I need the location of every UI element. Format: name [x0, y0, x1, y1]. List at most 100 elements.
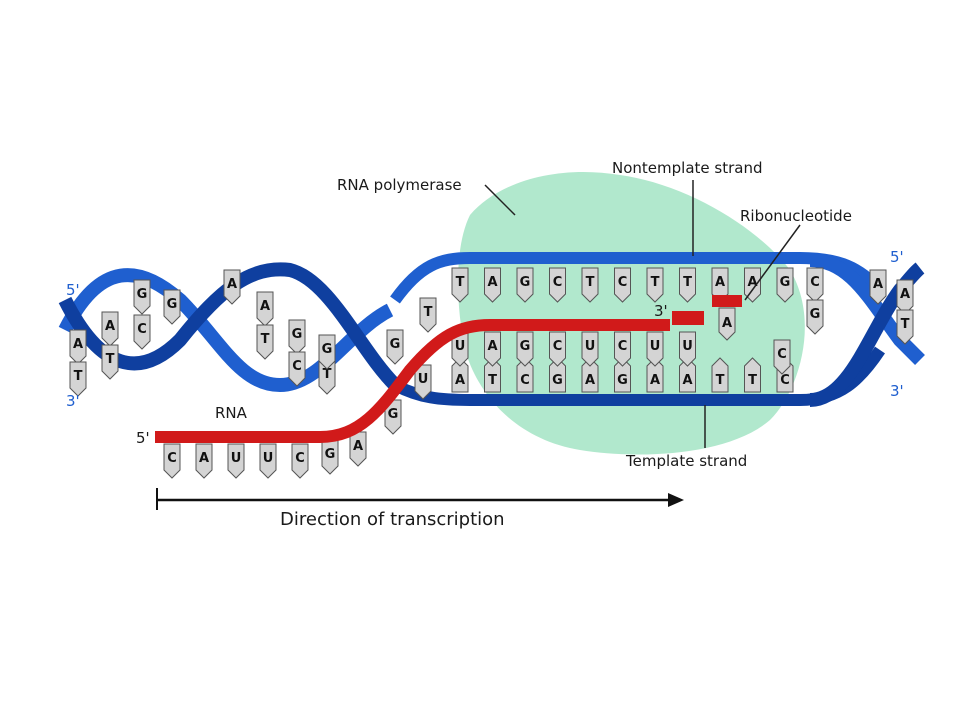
end-left-bottom: 3' [66, 392, 80, 410]
nontemplate-base-letter: T [456, 275, 465, 290]
rna-tail-base: U [227, 443, 245, 479]
rna-tail-base-letter: A [199, 451, 209, 466]
right-helix-base-letter: A [873, 277, 883, 292]
right-helix-base-letter: C [810, 275, 820, 290]
nontemplate-base-letter: A [487, 275, 497, 290]
nontemplate-base-letter: C [553, 275, 563, 290]
rna-tail-base-letter: A [353, 439, 363, 454]
left-helix-base: T [101, 344, 119, 380]
template-base-letter: G [617, 373, 628, 388]
nontemplate-base-letter: T [586, 275, 595, 290]
template-base-letter: C [520, 373, 530, 388]
rna-bubble-base-letter: G [520, 339, 531, 354]
junction-base-letter: T [424, 305, 433, 320]
nontemplate-base: T [646, 267, 664, 303]
rna-bubble-base: C [614, 331, 631, 367]
left-helix-base: T [69, 361, 87, 397]
left-helix-base-letter: T [261, 332, 270, 347]
left-helix-base-letter: T [74, 369, 83, 384]
rna-tail-base: G [321, 439, 339, 475]
nontemplate-base: T [679, 267, 696, 303]
left-helix-base-letter: A [227, 277, 237, 292]
ribonucleotide-base: A [718, 307, 736, 341]
rna-tail-base: U [259, 443, 277, 479]
rna-bubble-base-letter: U [585, 339, 596, 354]
end-rna-3prime: 3' [654, 302, 668, 320]
right-helix-base-letter: C [777, 347, 787, 362]
template-base-letter: T [716, 373, 725, 388]
nontemplate-base: T [451, 267, 469, 303]
left-helix-base-letter: G [137, 287, 148, 302]
nontemplate-base-letter: G [520, 275, 531, 290]
right-helix-base: T [896, 309, 914, 345]
left-helix-base: G [133, 279, 151, 315]
ribonucleotide-base-letter: A [722, 316, 732, 331]
left-helix-base: T [256, 324, 274, 360]
label-rna: RNA [215, 404, 248, 422]
rna-tail-base-letter: U [231, 451, 242, 466]
rna-tail-base-letter: U [263, 451, 274, 466]
end-right-bottom: 3' [890, 382, 904, 400]
left-helix-base-letter: G [292, 327, 303, 342]
junction-base-letter: G [388, 407, 399, 422]
rna-bubble-base-letter: C [618, 339, 628, 354]
rna-bubble-base-letter: U [650, 339, 661, 354]
nontemplate-base-letter: T [683, 275, 692, 290]
template-base-letter: G [552, 373, 563, 388]
end-left-top: 5' [66, 281, 80, 299]
rna-tail-base: C [291, 443, 309, 479]
nontemplate-base: A [744, 267, 761, 303]
left-helix-base-letter: C [137, 322, 147, 337]
right-helix-base-letter: G [810, 307, 821, 322]
left-helix-base: G [318, 334, 336, 370]
template-base-letter: T [488, 373, 497, 388]
template-base-letter: A [650, 373, 660, 388]
nontemplate-base: G [516, 267, 534, 303]
leader-ribonucleotide [744, 224, 801, 301]
end-right-top: 5' [890, 248, 904, 266]
right-helix-base: C [806, 267, 824, 303]
rna-bubble-base: A [484, 331, 501, 367]
template-base: T [711, 357, 729, 393]
left-helix-base-letter: G [322, 342, 333, 357]
left-helix-base: C [288, 351, 306, 387]
rna-tail-base: C [163, 443, 181, 479]
rna-strand [155, 319, 670, 443]
nontemplate-base-letter: A [715, 275, 725, 290]
left-helix-base-letter: A [260, 299, 270, 314]
right-helix-base: C [773, 339, 791, 375]
label-ribonucleotide: Ribonucleotide [740, 207, 852, 225]
right-helix-base: G [806, 299, 824, 335]
rna-tail-base: A [195, 443, 213, 479]
junction-base: G [386, 329, 404, 365]
rna-bubble-base-letter: C [553, 339, 563, 354]
label-rna-polymerase: RNA polymerase [337, 176, 462, 194]
nontemplate-base-letter: G [780, 275, 791, 290]
rna-3prime-end [672, 311, 704, 325]
junction-base: U [414, 364, 432, 400]
junction-base-letter: G [390, 337, 401, 352]
rna-bubble-base-letter: U [455, 339, 466, 354]
junction-base: T [419, 297, 437, 333]
direction-arrowhead [668, 493, 684, 507]
nontemplate-base: T [581, 267, 599, 303]
rna-bubble-base-letter: U [682, 339, 693, 354]
left-helix-base: G [288, 319, 306, 355]
left-helix-base: A [223, 269, 241, 305]
ribonucleotide-incoming [712, 295, 742, 307]
right-helix-base: A [869, 269, 887, 305]
label-direction: Direction of transcription [280, 509, 505, 530]
right-helix [809, 253, 925, 407]
left-helix-base-letter: A [73, 337, 83, 352]
template-base: T [744, 357, 761, 393]
right-helix-base-letter: T [901, 317, 910, 332]
template-base-letter: A [682, 373, 692, 388]
label-nontemplate-strand: Nontemplate strand [612, 159, 762, 177]
rna-bubble-base: U [646, 331, 664, 367]
